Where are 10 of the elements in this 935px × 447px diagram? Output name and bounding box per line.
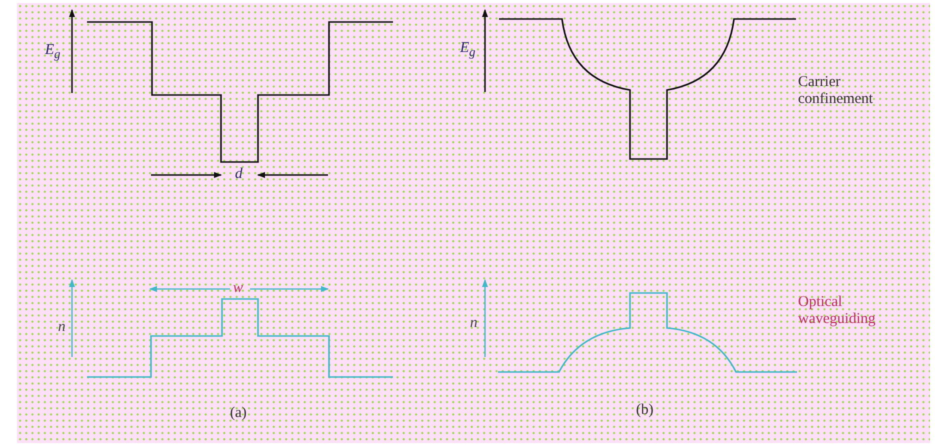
- axis-label: n: [58, 319, 66, 336]
- dimension-label: w: [233, 280, 244, 296]
- axis-label: E$_{g}$: [460, 40, 476, 60]
- axis-label: E$_{g}$: [45, 42, 60, 62]
- row-label: Optical waveguiding: [798, 294, 876, 327]
- dimension-label: d: [235, 166, 242, 182]
- panel-label: (a): [230, 405, 247, 422]
- axis-label: n: [470, 315, 478, 332]
- panel-label: (b): [636, 402, 654, 418]
- row-label: Carrier confinement: [798, 74, 874, 107]
